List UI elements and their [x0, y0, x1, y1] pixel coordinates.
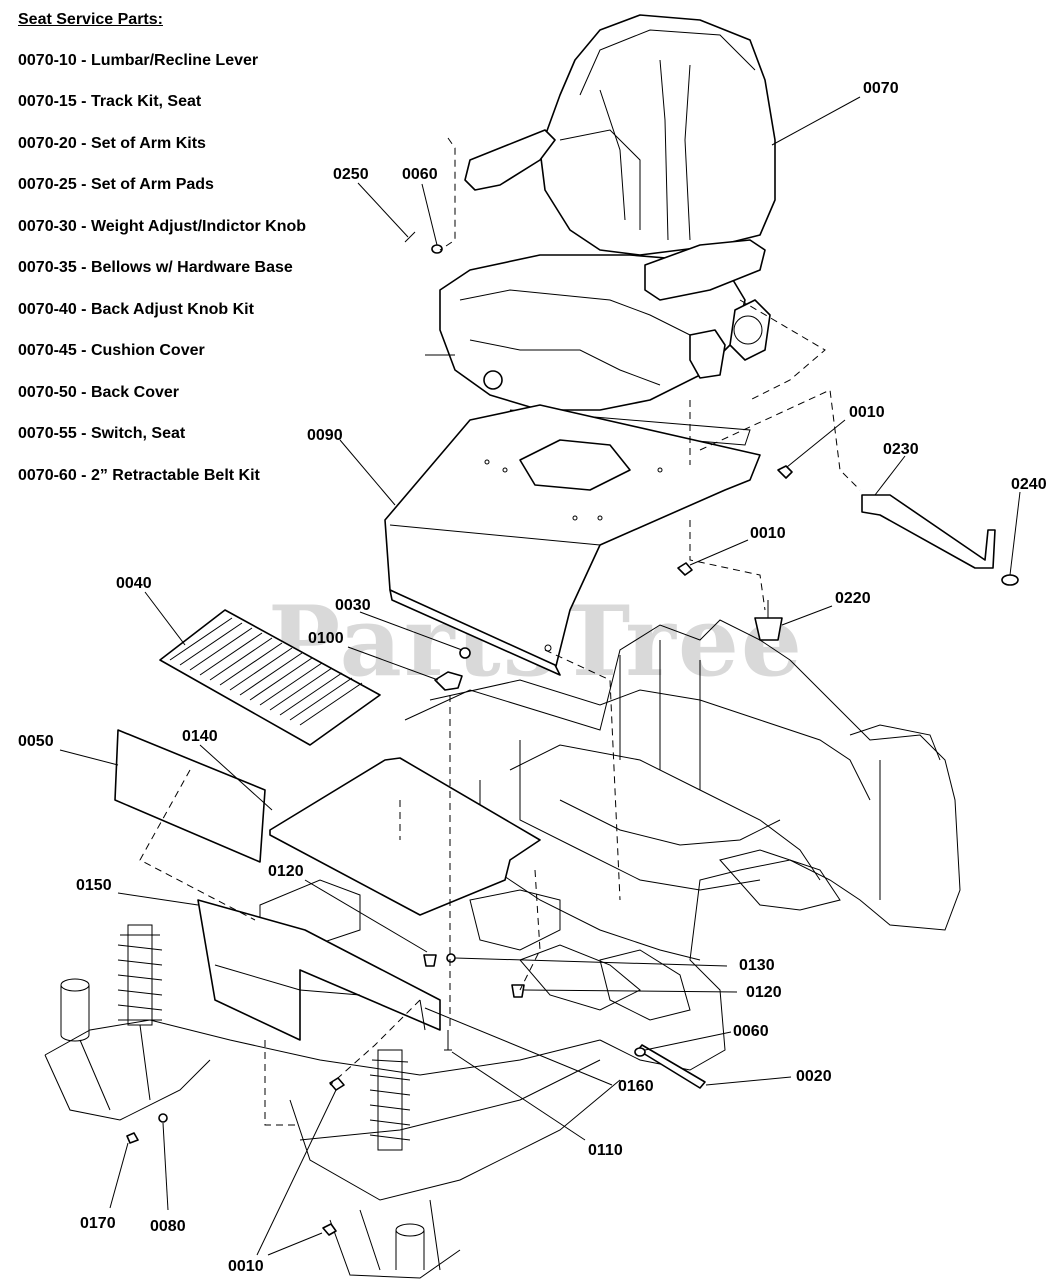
floor-plate-0140	[269, 757, 541, 916]
front-axle-assembly	[44, 924, 621, 1279]
service-part-item: 0070-45 - Cushion Cover	[18, 342, 205, 359]
service-part-item: 0070-20 - Set of Arm Kits	[18, 135, 206, 152]
callout-0220: 0220	[835, 590, 871, 607]
hardware	[126, 231, 793, 1236]
callout-0070: 0070	[863, 80, 899, 97]
callout-0080: 0080	[150, 1218, 186, 1235]
seat-pan-0090	[384, 404, 761, 676]
callout-0240: 0240	[1011, 476, 1047, 493]
callout-0020: 0020	[796, 1068, 832, 1085]
service-part-item: 0070-10 - Lumbar/Recline Lever	[18, 52, 259, 69]
callout-0250: 0250	[333, 166, 369, 183]
callout-0040: 0040	[116, 575, 152, 592]
callout-0130: 0130	[739, 957, 775, 974]
service-part-item: 0070-15 - Track Kit, Seat	[18, 93, 202, 110]
service-part-item: 0070-60 - 2” Retractable Belt Kit	[18, 467, 260, 484]
callout-0140: 0140	[182, 728, 218, 745]
panel-0050	[114, 729, 266, 863]
callout-0060: 0060	[402, 166, 438, 183]
callout-0120: 0120	[268, 863, 304, 880]
callout-0090: 0090	[307, 427, 343, 444]
service-part-item: 0070-25 - Set of Arm Pads	[18, 176, 214, 193]
callout-0120: 0120	[746, 984, 782, 1001]
callout-0010: 0010	[750, 525, 786, 542]
callout-0230: 0230	[883, 441, 919, 458]
callout-0030: 0030	[335, 597, 371, 614]
callout-0060: 0060	[733, 1023, 769, 1040]
bracket-0150	[197, 899, 441, 1041]
service-part-item: 0070-40 - Back Adjust Knob Kit	[18, 301, 254, 318]
callout-0110: 0110	[588, 1142, 623, 1159]
callout-0010: 0010	[849, 404, 885, 421]
service-part-item: 0070-30 - Weight Adjust/Indictor Knob	[18, 218, 307, 235]
alignment-lines	[139, 137, 861, 1126]
callout-0100: 0100	[308, 630, 344, 647]
service-part-item: 0070-35 - Bellows w/ Hardware Base	[18, 259, 293, 276]
callout-0160: 0160	[618, 1078, 654, 1095]
leader-lines	[59, 96, 1021, 1256]
callout-0050: 0050	[18, 733, 54, 750]
callout-0170: 0170	[80, 1215, 116, 1232]
foot-mat-0040	[159, 609, 381, 746]
service-parts-title: Seat Service Parts:	[18, 11, 163, 28]
callout-labels: 0070 0250 0060 0010 0090 0230 0240 0010 …	[18, 80, 1047, 1275]
seat-assembly	[425, 14, 776, 446]
service-part-item: 0070-50 - Back Cover	[18, 384, 179, 401]
bracket-0230	[861, 494, 996, 569]
callout-0010: 0010	[228, 1258, 264, 1275]
service-part-item: 0070-55 - Switch, Seat	[18, 425, 186, 442]
callout-0150: 0150	[76, 877, 112, 894]
spring-0240	[1001, 574, 1019, 586]
